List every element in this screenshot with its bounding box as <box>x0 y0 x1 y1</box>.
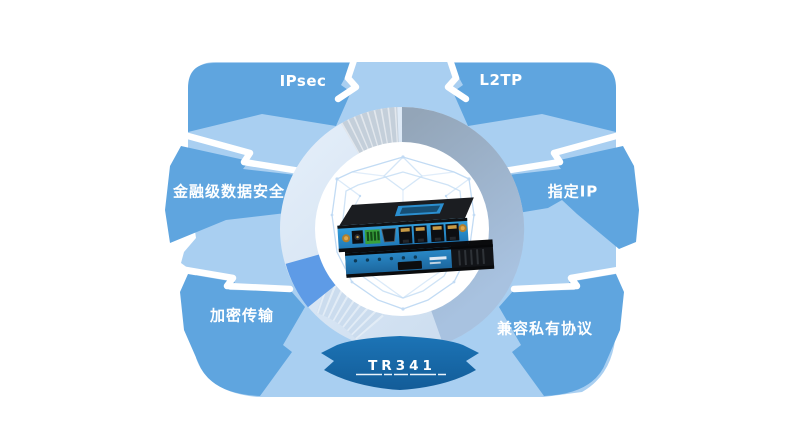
feature-arrow-designated-ip <box>490 146 639 249</box>
feature-arrows <box>165 63 639 396</box>
feature-label-ipsec: IPsec <box>279 72 327 90</box>
feature-label-encrypted-transmission: 加密传输 <box>209 306 275 325</box>
arrow-gap-lines <box>182 56 622 293</box>
feature-arrow-l2tp <box>453 63 616 132</box>
router-upper-unit <box>337 197 474 253</box>
feature-arrow-encrypted-transmission <box>180 274 305 396</box>
product-ribbon <box>321 336 479 390</box>
feature-arrow-ipsec <box>188 63 351 132</box>
feature-arrow-private-protocol <box>499 274 624 396</box>
center-ring <box>280 106 525 351</box>
router-device-illustration <box>337 197 495 278</box>
feature-label-l2tp: L2TP <box>479 71 523 89</box>
feature-arrow-financial-security <box>165 146 314 243</box>
feature-label-financial-security: 金融级数据安全 <box>172 182 286 201</box>
feature-label-private-protocol: 兼容私有协议 <box>496 319 594 338</box>
product-model-label: TR341 <box>368 358 436 374</box>
feature-label-designated-ip: 指定IP <box>547 182 599 201</box>
